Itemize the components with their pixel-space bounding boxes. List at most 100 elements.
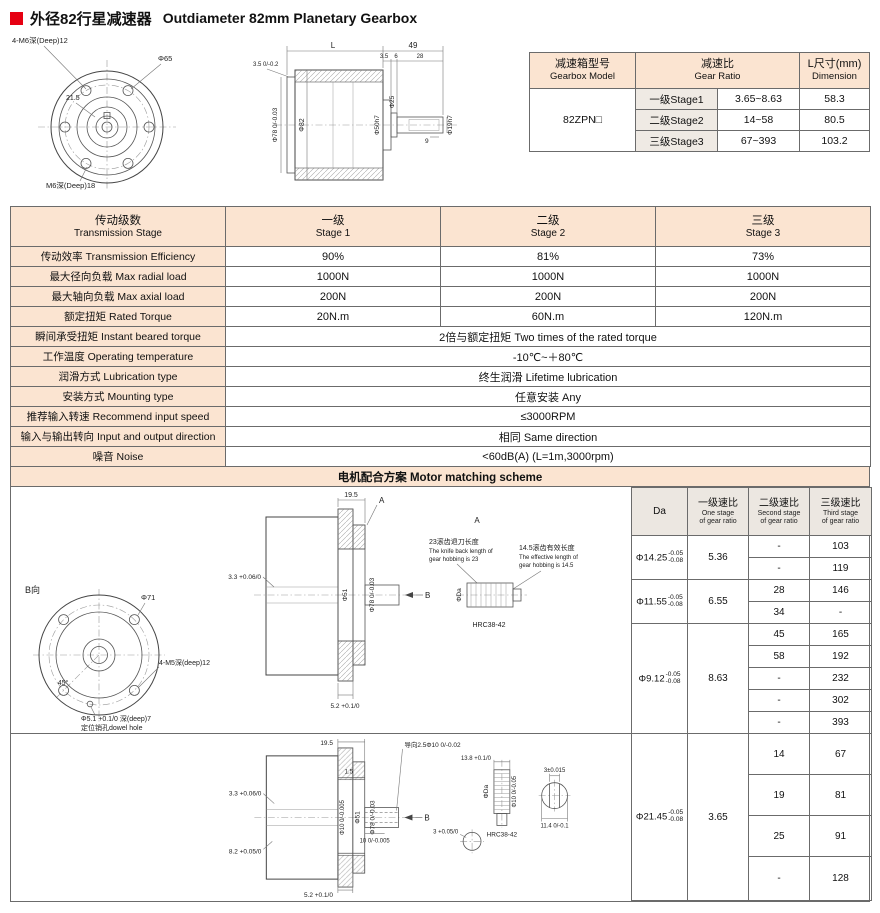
- stage3-header-en2: of gear ratio: [821, 518, 860, 525]
- model-row-stage3: 三级Stage3 67~393 103.2: [530, 130, 870, 152]
- stage3-ratio-value: 128: [809, 856, 872, 901]
- stage3-header-zh: 三级速比: [820, 497, 861, 509]
- spec-value: -10℃~＋80℃: [225, 346, 871, 367]
- spec-header-stage3-zh: 三级: [751, 214, 775, 227]
- stage3-ratio-value: 103: [809, 535, 872, 558]
- stage2-ratio-value: -: [748, 711, 810, 734]
- spec-value: 1000N: [225, 266, 441, 287]
- stage2-ratio-value: 28: [748, 579, 810, 602]
- spec-row: 传动效率 Transmission Efficiency 90% 81% 73%: [10, 246, 871, 267]
- dim-label-10-depth: 10 0/-0.005: [360, 838, 391, 844]
- dim-label-5-2: 5.2 +0.1/0: [330, 703, 359, 710]
- motor-ratio-table: Da 一级速比 One stage of gear ratio 二级速比 Sec…: [631, 487, 872, 901]
- model-header-en: Gearbox Model: [550, 70, 615, 82]
- hardness-label-b: HRC38-42: [487, 831, 518, 838]
- da-value: Φ11.55-0.05-0.08: [631, 579, 688, 624]
- da-value: Φ21.45-0.05-0.08: [631, 733, 688, 901]
- dim-label-phi78-a: Φ78 0/-0.03: [369, 577, 376, 612]
- stage1-ratio-value: 3.65: [687, 733, 749, 901]
- spec-row-label: 传动效率 Transmission Efficiency: [10, 246, 226, 267]
- side-view-drawing: L 49 3.5 6 28 3.5 0/-0.2 Φ78 0/-0.03 Φ82…: [253, 41, 457, 181]
- spec-value: 73%: [655, 246, 871, 267]
- motor-matching-banner: 电机配合方案 Motor matching scheme: [10, 467, 870, 487]
- motor-col-stage3: 三级速比 Third stage of gear ratio: [809, 487, 872, 536]
- spec-value: 2倍与额定扭矩 Two times of the rated torque: [225, 326, 871, 347]
- stage3-ratio-range: 67~393: [717, 130, 800, 152]
- motor-row: Φ9.12-0.05-0.08 8.63 45 165: [631, 623, 872, 734]
- dim-header-zh: L尺寸(mm): [807, 58, 862, 71]
- model-col-header: 减速箱型号 Gearbox Model: [529, 52, 636, 89]
- spec-row-label: 润滑方式 Lubrication type: [10, 366, 226, 387]
- spec-row-label: 最大径向负载 Max radial load: [10, 266, 226, 287]
- motor-drawing-upper: B向 Φ71 4-M5深(deep)12 45° Φ5.1 +0.1/0 深(d…: [11, 487, 631, 734]
- dim-label-19-5-b: 19.5: [320, 740, 333, 747]
- spec-row: 输入与输出转向 Input and output direction 相同 Sa…: [10, 426, 871, 447]
- dim-label-phi-da-b: ΦDa: [483, 785, 490, 799]
- tol-upper: -0.05: [668, 549, 684, 557]
- spec-header-label: 传动级数 Transmission Stage: [10, 206, 226, 247]
- dim-label-phi82: Φ82: [299, 118, 306, 131]
- motor-drawing-lower: 19.5 导向2.5Φ10 0/-0.02 3.3 +0.06/0 1.5 Φ1…: [11, 734, 631, 899]
- da-value: Φ14.25-0.05-0.08: [631, 535, 688, 580]
- stage2-ratio-value: 19: [748, 774, 810, 816]
- stage3-ratio-value: -: [809, 601, 872, 624]
- model-row-stage2: 二级Stage2 14~58 80.5: [530, 109, 870, 131]
- spec-value: 1000N: [440, 266, 656, 287]
- spec-header-stage2-zh: 二级: [536, 214, 560, 227]
- spec-value: <60dB(A) (L=1m,3000rpm): [225, 446, 871, 467]
- dim-label-phi25: Φ25: [389, 95, 396, 108]
- model-row-stage1: 82ZPN□ 一级Stage1 3.65~8.63 58.3: [529, 88, 870, 152]
- stage3-header-en1: Third stage: [822, 509, 859, 517]
- shaft-section-detail: 3±0.015 11.4 0/-0.1: [538, 768, 571, 829]
- motor-row: Φ11.55-0.05-0.08 6.55 28 146: [631, 579, 872, 624]
- dim-label-m6-deep18: M6深(Deep)18: [46, 181, 95, 190]
- stage2-ratio-value: -: [748, 557, 810, 580]
- spec-header-row: 传动级数 Transmission Stage 一级 Stage 1 二级 St…: [10, 206, 871, 247]
- section-label-a: A: [379, 496, 385, 505]
- stage2-header-zh: 二级速比: [759, 497, 799, 509]
- ratio-col-header: 减速比 Gear Ratio: [635, 52, 800, 89]
- knife-note-en2: gear hobbing is 23: [429, 557, 479, 563]
- stage1-ratio-value: 5.36: [687, 535, 749, 580]
- motor-matching-body: B向 Φ71 4-M5深(deep)12 45° Φ5.1 +0.1/0 深(d…: [10, 487, 872, 902]
- hardness-label: HRC38-42: [472, 622, 505, 629]
- ratio-header-zh: 减速比: [701, 58, 734, 71]
- spec-header-stage1: 一级 Stage 1: [225, 206, 441, 247]
- spec-header-stage3-en: Stage 3: [745, 228, 781, 240]
- motor-row: Φ14.25-0.05-0.08 5.36 - 103: [631, 535, 872, 580]
- dim-label-phi65: Φ65: [158, 54, 172, 63]
- spec-value: 终生润滑 Lifetime lubrication: [225, 366, 871, 387]
- stage2-ratio-value: -: [748, 667, 810, 690]
- da-diameter: Φ11.55: [636, 596, 667, 608]
- stage2-ratio-value: 14: [748, 733, 810, 775]
- spec-value: 200N: [225, 286, 441, 307]
- motor-col-stage1: 一级速比 One stage of gear ratio: [687, 487, 749, 536]
- stage2-ratio-value: 34: [748, 601, 810, 624]
- da-tolerance: -0.05-0.08: [668, 594, 683, 609]
- dim-label-3-5-tol: 3.5 0/-0.2: [253, 62, 279, 68]
- spec-row: 瞬间承受扭矩 Instant beared torque 2倍与额定扭矩 Two…: [10, 326, 871, 347]
- model-header-zh: 减速箱型号: [555, 58, 610, 71]
- motor-col-stage2: 二级速比 Second stage of gear ratio: [748, 487, 810, 536]
- dim-label-13-8: 13.8 +0.1/0: [461, 756, 492, 762]
- motor-row: - 128: [632, 856, 872, 901]
- spec-value: 120N.m: [655, 306, 871, 327]
- dim-label-phi10-bore: Φ10 0/-0.005: [340, 799, 346, 835]
- dim-label-phi51: Φ51: [342, 588, 349, 601]
- top-section: 4-M6深(Deep)12 Φ65 21.5 M6深(Deep)18: [10, 32, 870, 202]
- da-diameter: Φ9.12: [638, 673, 665, 685]
- da-tolerance: -0.05-0.08: [668, 549, 684, 565]
- dim-label-3-5: 3.5: [379, 54, 388, 60]
- b-direction-arrow-b: [404, 814, 413, 821]
- da-header-label: Da: [653, 506, 666, 517]
- dim-label-3-3: 3.3 +0.06/0: [228, 574, 261, 581]
- stage1-ratio-value: 6.55: [687, 579, 749, 624]
- motor-row: - 232: [632, 667, 872, 690]
- stage2-dimension: 80.5: [799, 109, 870, 131]
- spec-header-stage3: 三级 Stage 3: [655, 206, 871, 247]
- stage1-label: 一级Stage1: [635, 88, 718, 110]
- spec-row-label: 额定扭矩 Rated Torque: [10, 306, 226, 327]
- spec-row: 最大轴向负载 Max axial load 200N 200N 200N: [10, 286, 871, 307]
- b-direction-label: B: [425, 591, 430, 600]
